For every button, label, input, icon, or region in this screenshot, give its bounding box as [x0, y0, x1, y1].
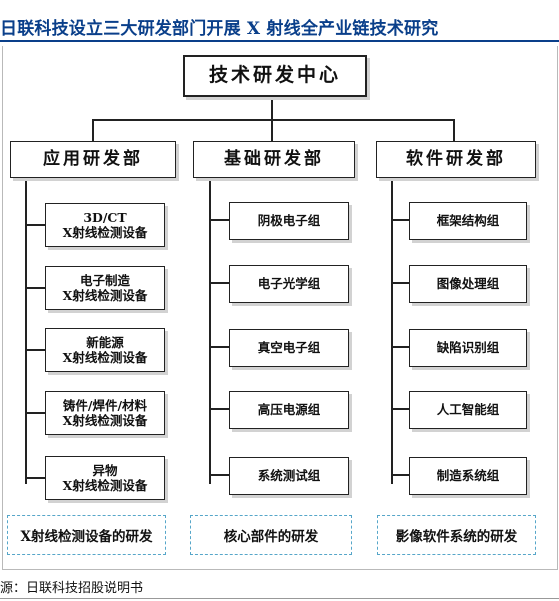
leaf-node: 系统测试组	[229, 457, 349, 495]
branch-2-2	[209, 282, 229, 284]
dept-drop-connector-2	[271, 119, 273, 141]
summary-label: 影像软件系统的研发	[395, 529, 518, 545]
leaf-label: 阴极电子组	[257, 213, 321, 229]
summary-box-application: X射线检测设备的研发	[7, 515, 166, 555]
leaf-label: 高压电源组	[257, 402, 321, 418]
leaf-node: 真空电子组	[229, 329, 349, 367]
leaf-node: 人工智能组	[409, 391, 527, 429]
summary-box-software: 影像软件系统的研发	[377, 515, 536, 555]
branch-3-2	[391, 282, 409, 284]
branch-1-3	[25, 349, 45, 351]
leaf-label: 缺陷识别组	[436, 340, 500, 356]
branch-3-3	[391, 346, 409, 348]
diagram-frame	[2, 46, 558, 570]
summary-box-basic: 核心部件的研发	[190, 515, 352, 555]
leaf-label-line1: 异物	[92, 462, 118, 478]
leaf-node: 高压电源组	[229, 391, 349, 429]
dept-label: 软件研发部	[406, 149, 506, 170]
leaf-node: 框架结构组	[409, 202, 527, 240]
source-note: 源：日联科技招股说明书	[0, 581, 144, 596]
root-down-connector	[271, 94, 273, 120]
dept-1-stem	[25, 176, 27, 484]
summary-label: X射线检测设备的研发	[20, 529, 153, 545]
root-node-tech-rd-center: 技术研发中心	[183, 55, 367, 97]
branch-2-1	[209, 219, 229, 221]
leaf-node: 图像处理组	[409, 265, 527, 303]
root-node-label: 技术研发中心	[208, 64, 341, 87]
leaf-node: 缺陷识别组	[409, 329, 527, 367]
leaf-label: 制造系统组	[436, 468, 500, 484]
footer-divider	[0, 598, 559, 599]
branch-2-5	[209, 474, 229, 476]
dept-node-basic-rd: 基础研发部	[193, 141, 355, 178]
leaf-label-line2: X射线检测设备	[62, 478, 148, 493]
dept-2-stem	[209, 176, 211, 484]
branch-1-2	[25, 287, 45, 289]
leaf-label: 框架结构组	[436, 213, 500, 229]
leaf-label: 电子光学组	[257, 276, 321, 292]
branch-1-4	[25, 412, 45, 414]
leaf-label: 真空电子组	[257, 340, 321, 356]
branch-1-1	[25, 224, 45, 226]
leaf-node: 制造系统组	[409, 457, 527, 495]
leaf-label: 图像处理组	[436, 276, 500, 292]
summary-label: 核心部件的研发	[223, 529, 319, 545]
leaf-label-line2: X射线检测设备	[62, 350, 148, 365]
dept-drop-connector-3	[453, 119, 455, 141]
dept-node-software-rd: 软件研发部	[376, 141, 536, 178]
branch-2-4	[209, 408, 229, 410]
leaf-label: 人工智能组	[436, 402, 500, 418]
dept-horizontal-connector	[92, 119, 454, 121]
dept-node-application-rd: 应用研发部	[10, 141, 176, 178]
branch-3-4	[391, 408, 409, 410]
branch-3-5	[391, 474, 409, 476]
dept-label: 基础研发部	[224, 149, 324, 170]
branch-3-1	[391, 219, 409, 221]
leaf-label-line2: X射线检测设备	[62, 413, 148, 428]
leaf-node: 电子光学组	[229, 265, 349, 303]
leaf-label-line2: X射线检测设备	[62, 288, 148, 303]
leaf-label-line2: X射线检测设备	[62, 225, 148, 240]
dept-label: 应用研发部	[43, 149, 143, 170]
leaf-node: 阴极电子组	[229, 202, 349, 240]
dept-drop-connector-1	[92, 119, 94, 141]
leaf-label-line1: 新能源	[86, 334, 124, 350]
title-divider	[0, 40, 559, 42]
branch-2-3	[209, 346, 229, 348]
dept-3-stem	[391, 176, 393, 484]
branch-1-5	[25, 477, 45, 479]
leaf-label-line1: 铸件/焊件/材料	[62, 397, 148, 413]
leaf-label-line1: 3D/CT	[83, 209, 127, 225]
page-title: 日联科技设立三大研发部门开展 X 射线全产业链技术研究	[0, 19, 439, 39]
leaf-label-line1: 电子制造	[79, 272, 130, 288]
leaf-label: 系统测试组	[257, 468, 321, 484]
